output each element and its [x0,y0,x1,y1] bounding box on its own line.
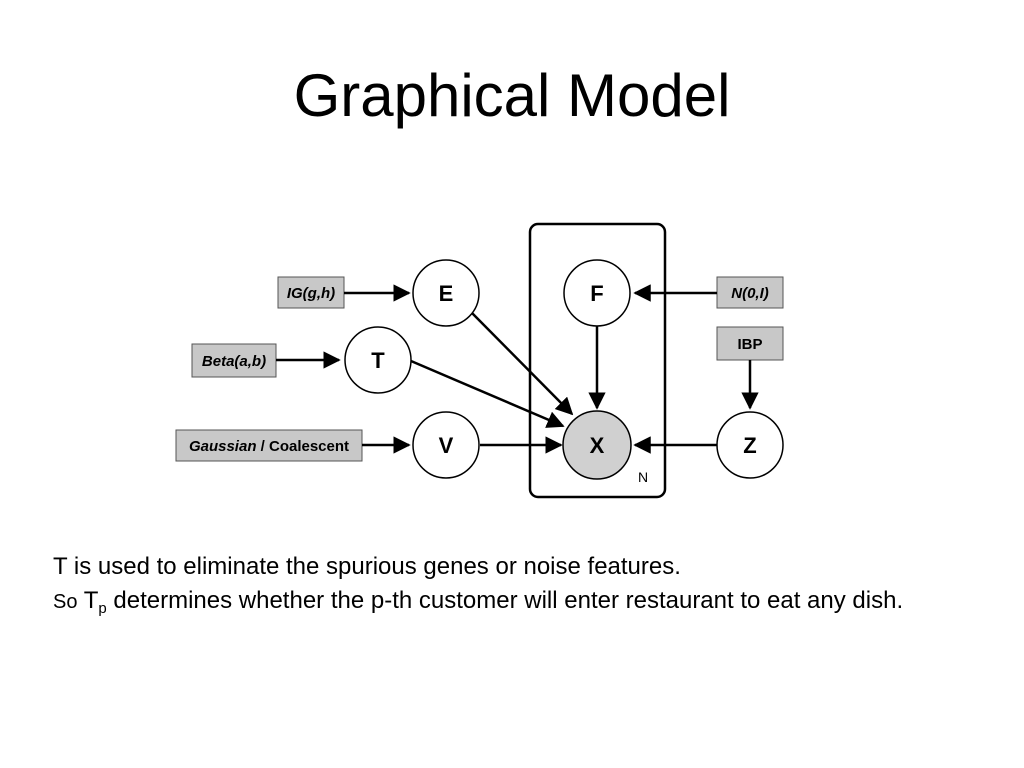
svg-text:Z: Z [743,433,756,458]
svg-text:IG(g,h): IG(g,h) [287,285,335,302]
node-f: F [563,259,631,327]
prior-coalescent-label: / Coalescent [256,438,349,455]
prior-box-gaussian-coalescent: Gaussian / Coalescent [175,429,363,462]
caption-so: So [53,591,78,613]
edges [276,284,759,454]
svg-text:T: T [371,348,385,373]
page-title: Graphical Model [293,62,731,129]
svg-text:F: F [590,281,603,306]
prior-box-ibp: IBP [716,326,784,361]
svg-text:X: X [590,433,605,458]
edge-e-to-x [471,312,574,416]
svg-text:E: E [439,281,454,306]
caption-line-2: So Tp determines whether the p-th custom… [53,584,1003,619]
prior-box-ig: IG(g,h) [277,276,345,309]
caption-var-subscript: p [98,600,107,617]
plate-label: N [638,469,648,485]
caption: T is used to eliminate the spurious gene… [53,550,1003,619]
svg-text:Beta(a,b): Beta(a,b) [202,353,266,370]
svg-text:N(0,I): N(0,I) [731,285,769,302]
svg-text:V: V [439,433,454,458]
caption-line-1: T is used to eliminate the spurious gene… [53,553,681,580]
caption-line-2-text: determines whether the p-th customer wil… [106,587,904,614]
node-z: Z [716,411,784,479]
caption-var: T [83,587,99,614]
node-v: V [412,411,480,479]
prior-box-normal: N(0,I) [716,276,784,309]
plate-box [528,222,667,499]
edge-t-to-x [410,359,565,428]
prior-gaussian-label: Gaussian [189,438,257,455]
node-e: E [412,259,480,327]
prior-box-beta: Beta(a,b) [191,343,277,378]
svg-text:IBP: IBP [737,336,762,353]
node-x: X [562,410,632,480]
node-t: T [344,326,412,394]
svg-text:Gaussian / Coalescent: Gaussian / Coalescent [189,438,349,455]
